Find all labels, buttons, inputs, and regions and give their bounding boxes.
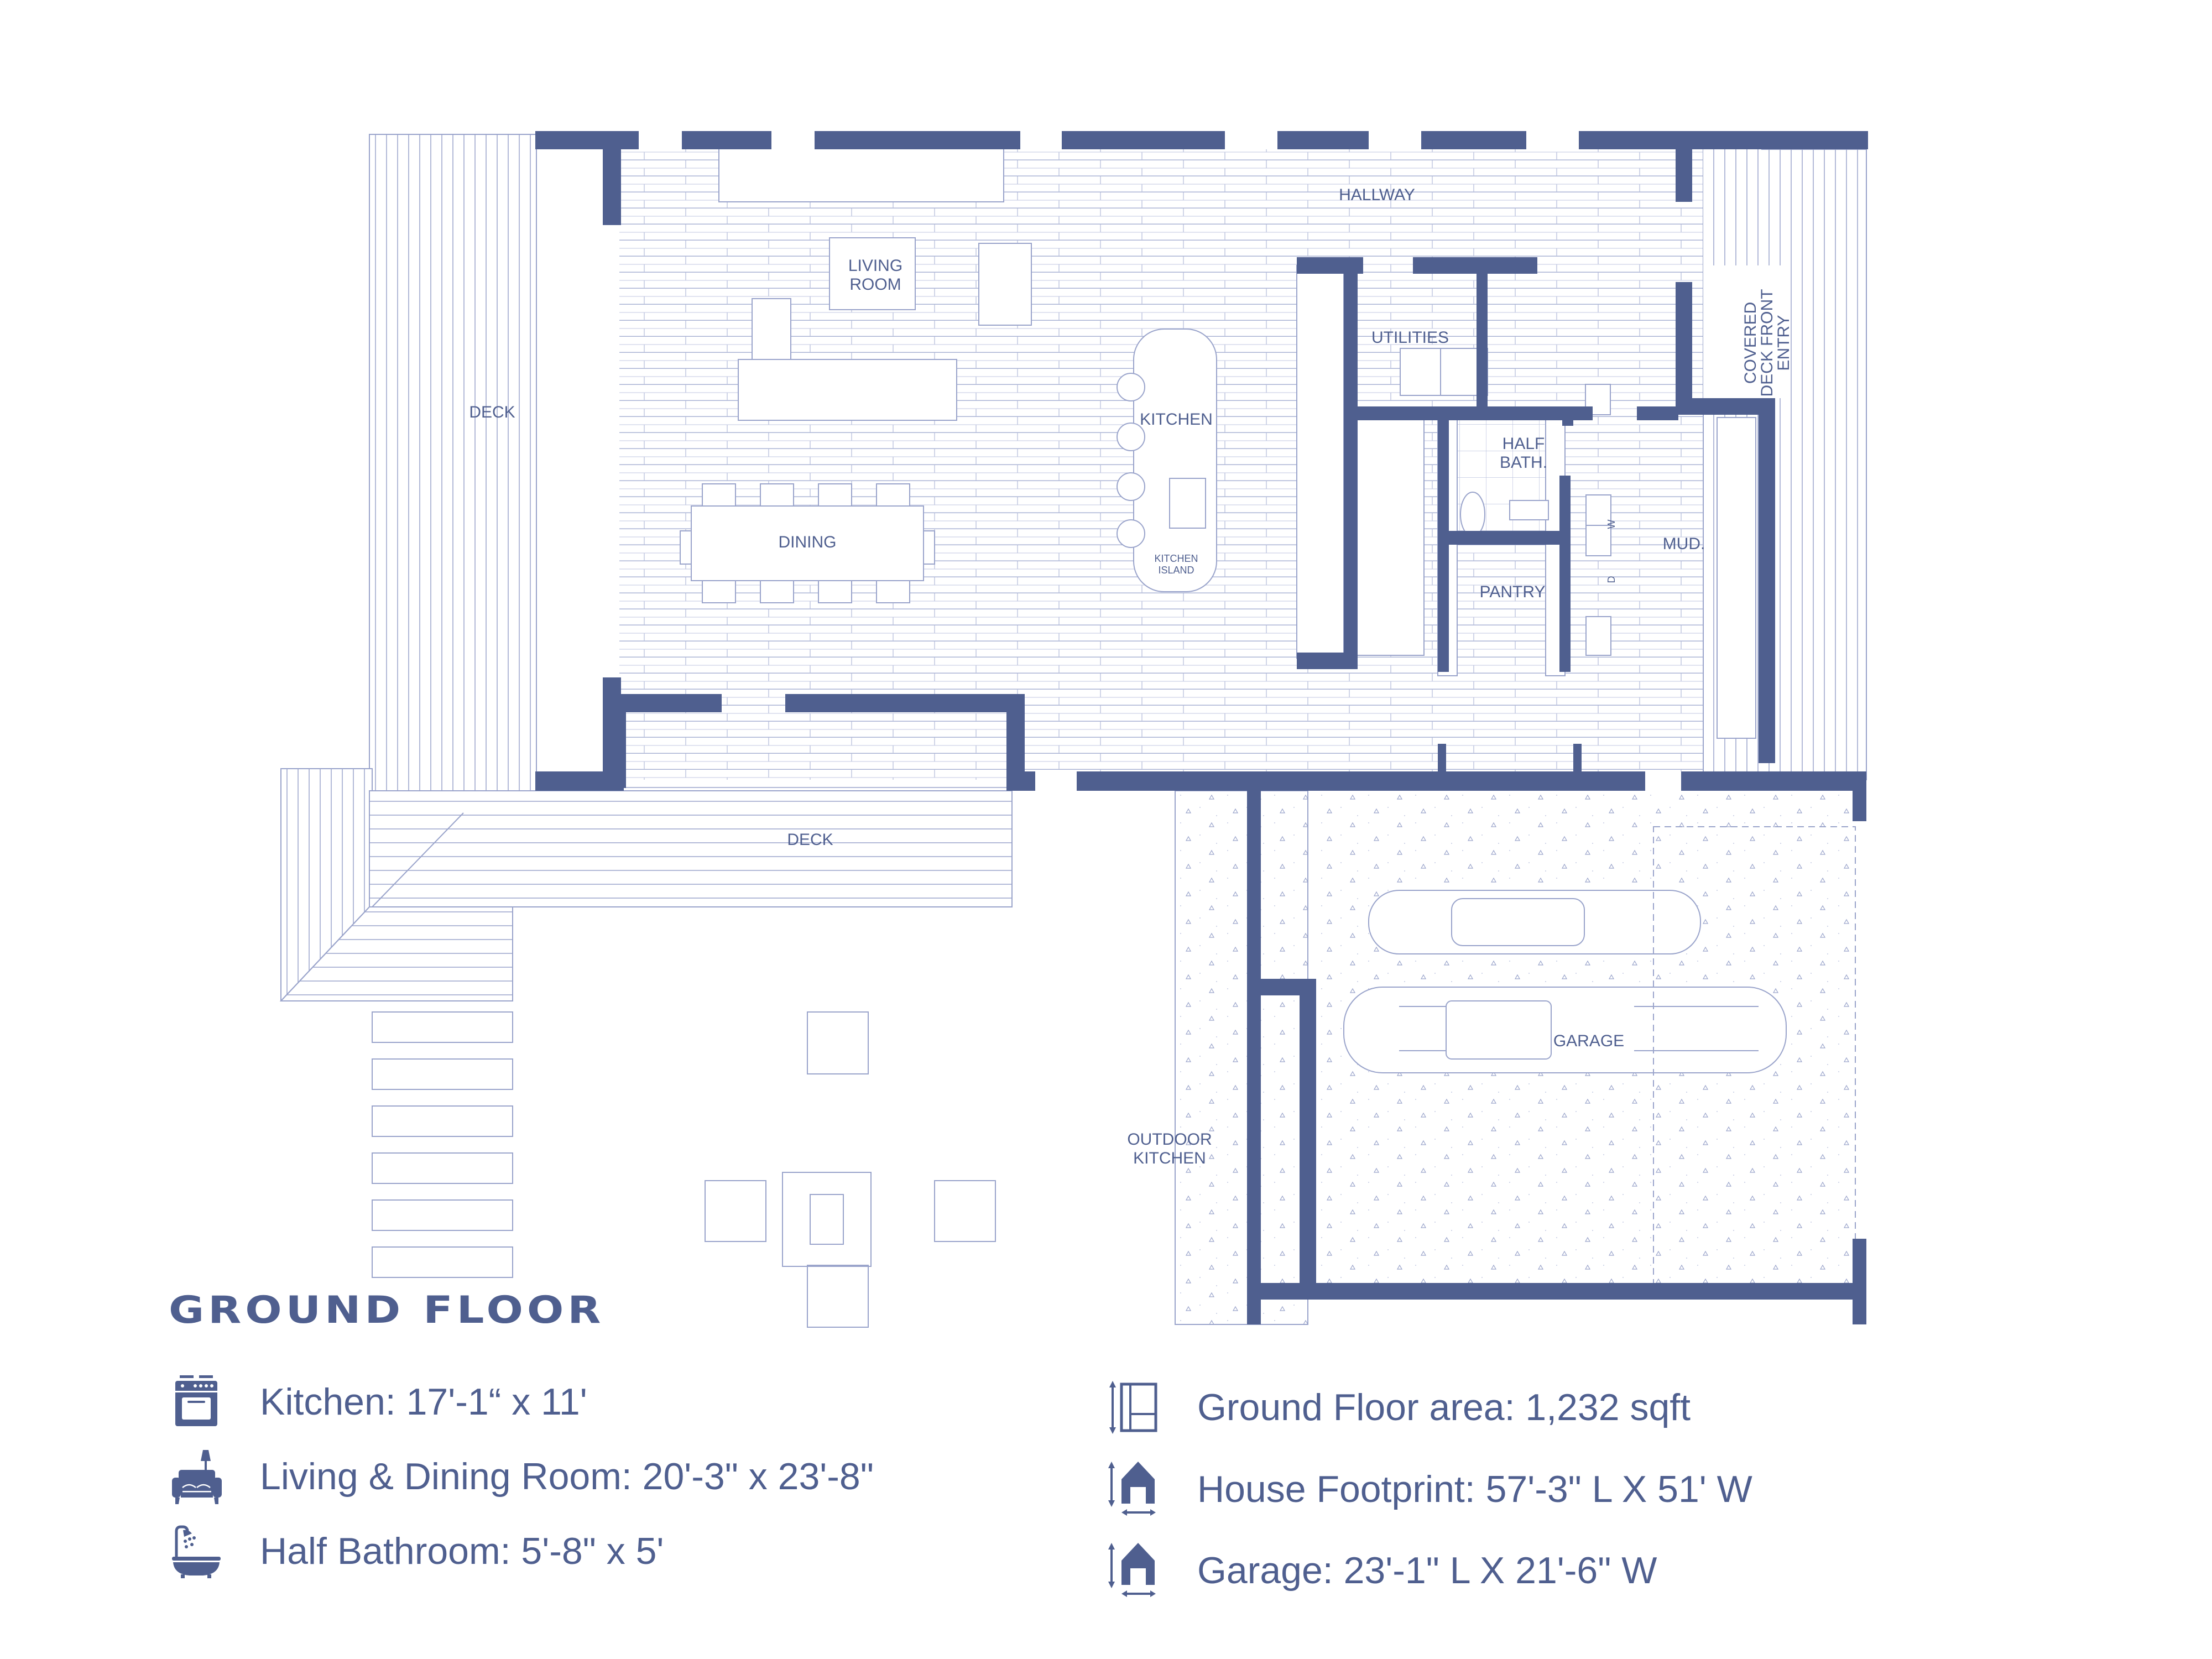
label-half-bath-2: BATH. <box>1500 453 1547 472</box>
label-kitchen-island-2: ISLAND <box>1158 565 1194 576</box>
stat-kitchen-label: Kitchen: 17'-1“ x 11' <box>260 1381 587 1423</box>
stat-half-bathroom: Half Bathroom: 5'-8" x 5' <box>166 1521 664 1582</box>
label-dining: DINING <box>779 533 837 551</box>
label-outdoor-kitchen-2: KITCHEN <box>1133 1149 1206 1167</box>
walls <box>535 131 1868 1324</box>
label-dryer: D <box>1606 576 1617 583</box>
label-deck-bottom: DECK <box>787 831 833 849</box>
label-kitchen-island-1: KITCHEN <box>1154 553 1198 564</box>
label-living-room-2: ROOM <box>849 275 901 294</box>
label-washer: W <box>1606 520 1617 529</box>
house-dimensions-icon <box>1103 1540 1164 1601</box>
left-deck <box>280 134 537 1001</box>
stat-garage: Garage: 23'-1" L X 21'-6" W <box>1103 1540 1657 1601</box>
label-covered-entry-3: ENTRY <box>1775 315 1793 371</box>
room-labels: HALLWAY LIVING ROOM KITCHEN KITCHEN ISLA… <box>469 186 1793 1167</box>
label-hallway: HALLWAY <box>1339 186 1415 204</box>
bathtub-icon <box>166 1521 227 1582</box>
house-dimensions-icon <box>1103 1459 1164 1520</box>
label-covered-entry-1: COVERED <box>1741 302 1760 384</box>
label-deck-left: DECK <box>469 403 515 421</box>
label-half-bath-1: HALF <box>1503 435 1545 453</box>
stat-floor-area: Ground Floor area: 1,232 sqft <box>1103 1377 1691 1438</box>
cars <box>1343 826 1856 1297</box>
sofa-icon <box>166 1446 227 1507</box>
label-kitchen: KITCHEN <box>1140 410 1213 429</box>
floor-area-icon <box>1103 1377 1164 1438</box>
page-title: GROUND FLOOR <box>169 1288 605 1332</box>
label-living-room-1: LIVING <box>848 257 902 275</box>
stat-floor-area-label: Ground Floor area: 1,232 sqft <box>1197 1386 1691 1428</box>
stat-living-dining: Living & Dining Room: 20'-3" x 23'-8" <box>166 1446 874 1507</box>
label-mud: MUD. <box>1663 535 1705 553</box>
stat-house-footprint: House Footprint: 57'-3" L X 51' W <box>1103 1459 1752 1520</box>
stat-house-footprint-label: House Footprint: 57'-3" L X 51' W <box>1197 1468 1752 1510</box>
stat-half-bathroom-label: Half Bathroom: 5'-8" x 5' <box>260 1530 664 1572</box>
label-outdoor-kitchen-1: OUTDOOR <box>1127 1130 1212 1149</box>
stat-living-dining-label: Living & Dining Room: 20'-3" x 23'-8" <box>260 1455 874 1498</box>
label-utilities: UTILITIES <box>1371 328 1449 347</box>
stat-kitchen: Kitchen: 17'-1“ x 11' <box>166 1371 587 1432</box>
label-pantry: PANTRY <box>1480 583 1546 601</box>
stepping-stones <box>372 1011 513 1278</box>
patio-seating <box>705 1011 996 1328</box>
label-covered-entry-2: DECK FRONT <box>1758 289 1776 397</box>
stove-icon <box>166 1371 227 1432</box>
stat-garage-label: Garage: 23'-1" L X 21'-6" W <box>1197 1550 1657 1592</box>
label-garage: GARAGE <box>1553 1032 1624 1050</box>
